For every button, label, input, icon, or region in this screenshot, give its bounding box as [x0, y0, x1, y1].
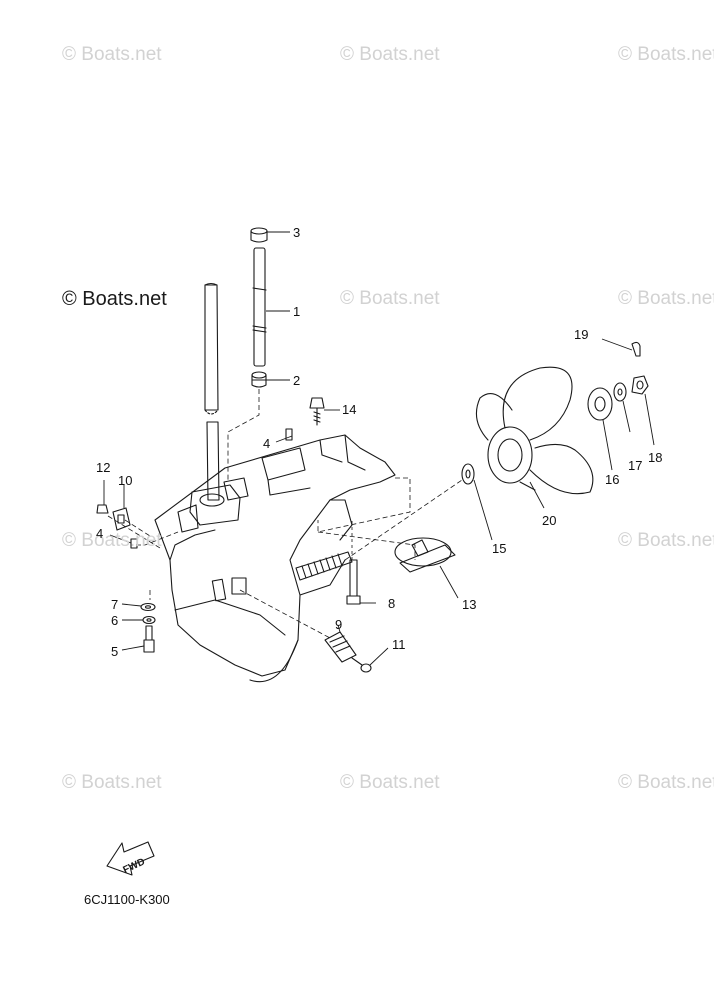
washer-7 — [140, 602, 156, 612]
screw-11 — [351, 657, 372, 673]
callout-label: 18 — [648, 450, 663, 465]
anode-13 — [394, 537, 456, 573]
grommet-top — [250, 227, 268, 243]
callout-label: 3 — [293, 225, 301, 240]
callout-label: 6 — [111, 613, 119, 628]
callout-label: 11 — [392, 637, 406, 652]
plate-9 — [324, 631, 357, 663]
drive-shaft — [204, 282, 220, 501]
propeller-20 — [475, 366, 594, 495]
watermark: © Boats.net — [62, 772, 162, 793]
watermark: © Boats.net — [618, 44, 714, 65]
callout-label: 4 — [96, 526, 104, 541]
spacer-15 — [461, 463, 475, 485]
dowel-pin-upper — [285, 428, 293, 441]
watermark: © Boats.net — [618, 288, 714, 309]
leader-lines — [103, 231, 655, 666]
bolt-8 — [346, 559, 361, 605]
watermark: © Boats.net — [62, 44, 162, 65]
diagram-code: 6CJ1100-K300 — [84, 892, 170, 907]
bolt-12 — [96, 504, 109, 514]
assembly-lines — [107, 389, 463, 639]
callout-label: 19 — [574, 327, 589, 342]
water-pump — [177, 477, 249, 533]
callout-label: 5 — [111, 644, 119, 659]
cotter-pin-19 — [631, 341, 641, 357]
bolt-14 — [309, 397, 325, 426]
washer-17 — [613, 382, 627, 402]
callout-label: 14 — [342, 402, 357, 417]
callout-label: 1 — [293, 304, 301, 319]
callout-label: 2 — [293, 373, 301, 388]
washer-6 — [142, 615, 156, 625]
washer-16 — [587, 387, 613, 421]
callout-label: 10 — [118, 473, 133, 488]
callout-label: 9 — [335, 617, 343, 632]
callout-label: 15 — [492, 541, 507, 556]
callout-label: 17 — [628, 458, 643, 473]
watermark: © Boats.net — [340, 44, 440, 65]
propeller-shaft — [295, 551, 353, 581]
plate-10 — [112, 507, 131, 531]
watermark: © Boats.net — [618, 530, 714, 551]
watermark: © Boats.net — [62, 530, 162, 551]
callout-label: 7 — [111, 597, 119, 612]
dowel-pin-lower — [130, 538, 138, 549]
bolt-5 — [143, 625, 155, 653]
callout-label: 13 — [462, 597, 477, 612]
callout-label: 4 — [263, 436, 271, 451]
nut-18 — [631, 375, 649, 395]
watermark: © Boats.net — [618, 772, 714, 793]
watermark: © Boats.net — [62, 288, 167, 310]
callout-label: 8 — [388, 596, 396, 611]
watermark: © Boats.net — [340, 288, 440, 309]
watermark: © Boats.net — [340, 772, 440, 793]
callout-label: 12 — [96, 460, 111, 475]
water-tube — [252, 247, 267, 367]
fwd-label: FWD — [121, 856, 146, 876]
callout-label: 20 — [542, 513, 557, 528]
lower-casing — [154, 434, 396, 683]
grommet-bottom — [251, 371, 267, 388]
fwd-arrow-icon — [106, 841, 155, 876]
callout-label: 16 — [605, 472, 620, 487]
